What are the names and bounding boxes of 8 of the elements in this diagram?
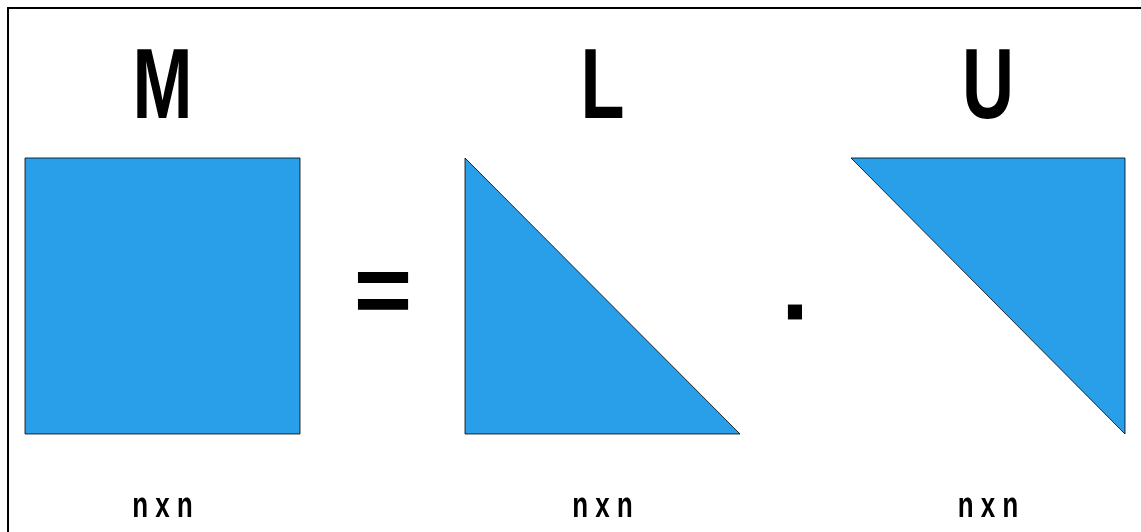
operator-sign: . — [787, 304, 802, 320]
matrix-letter: L — [585, 49, 623, 118]
matrix-letter: M — [137, 49, 188, 118]
matrix-letter: U — [966, 49, 1010, 119]
dimension-label: n x n — [573, 497, 632, 517]
dimension-label: n x n — [959, 497, 1017, 517]
operator-sign: = — [357, 272, 409, 310]
dimension-label: n x n — [134, 497, 192, 517]
